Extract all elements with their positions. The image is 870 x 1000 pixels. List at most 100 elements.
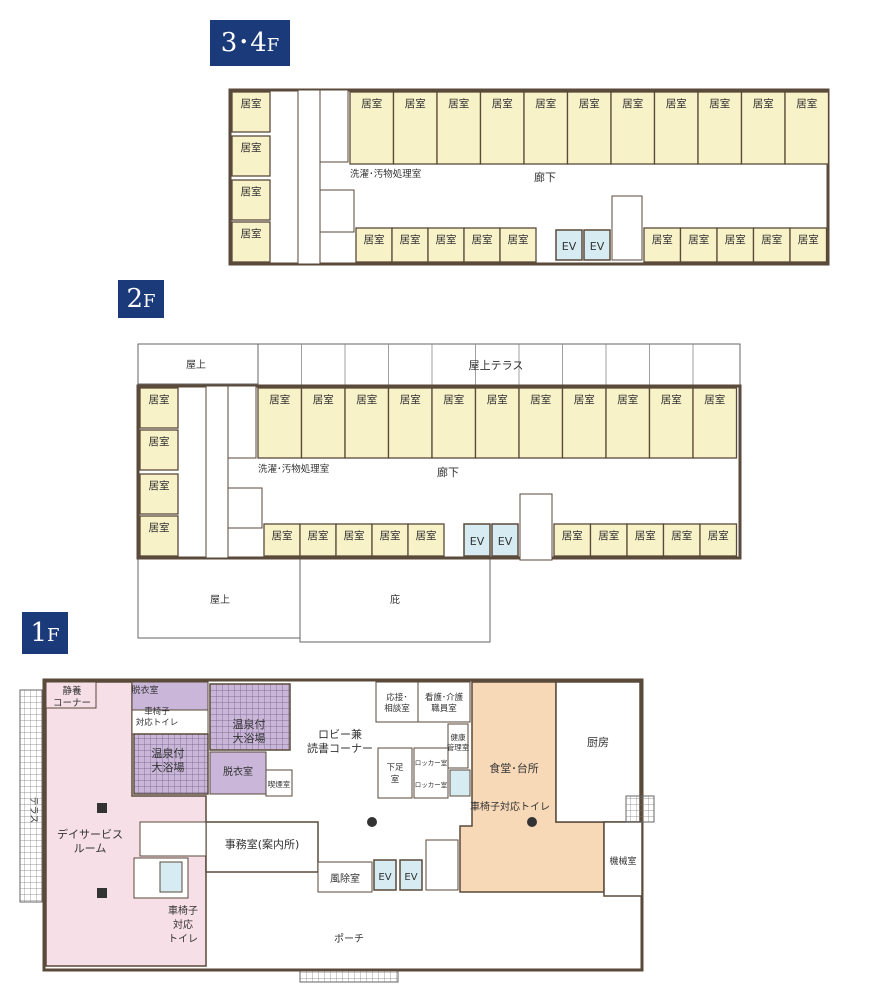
resident-room-3-4f-top xyxy=(523,91,569,165)
resident-room-2f-west xyxy=(139,473,179,515)
resident-room-2f-top-label: 居室 xyxy=(487,393,508,406)
hot-spring-bath-b xyxy=(209,683,291,751)
resident-room-3-4f-top xyxy=(479,91,525,165)
resident-room-2f-top-label: 居室 xyxy=(269,393,290,406)
stair-3-4f xyxy=(319,189,355,233)
bath-b-label-2: 大浴場 xyxy=(233,731,266,745)
resident-room-3-4f-west xyxy=(231,91,271,133)
resident-room-2f-west xyxy=(139,387,179,429)
stair-corridor-2f xyxy=(205,385,229,559)
ev-b-1f-label: EV xyxy=(404,872,417,883)
porch-label: ポーチ xyxy=(334,933,364,945)
resident-room-2f-west-label: 居室 xyxy=(149,479,170,492)
plan-1f: 静養 コーナー 脱衣室 車椅子 対応トイレ 温泉付 大浴場 温泉付 大浴場 脱衣… xyxy=(19,678,655,983)
resident-room-3-4f-top xyxy=(653,91,699,165)
staff-room-label-2: 職員室 xyxy=(431,703,457,714)
laundry-label-3-4f: 洗濯･汚物処理室 xyxy=(350,168,421,180)
resident-room-2f-top xyxy=(344,387,390,459)
terrace-label: テラス xyxy=(28,797,39,824)
stair-2f xyxy=(227,487,263,529)
health-room-label-1: 健康 xyxy=(451,732,466,742)
resident-room-2f-top xyxy=(257,387,303,459)
resident-room-3-4f-top-label: 居室 xyxy=(796,97,817,110)
resident-room-2f-bottom xyxy=(299,523,337,557)
resident-room-2f-top-label: 居室 xyxy=(574,393,595,406)
resident-room-3-4f-bottom xyxy=(752,227,791,263)
health-room xyxy=(447,723,469,769)
resident-room-3-4f-top-label: 居室 xyxy=(492,97,513,110)
resident-room-3-4f-bottom-label: 居室 xyxy=(436,233,457,246)
stair-east-2f xyxy=(519,493,553,561)
resident-room-2f-west-label: 居室 xyxy=(149,393,170,406)
resident-room-3-4f-top xyxy=(784,91,830,165)
resident-room-2f-bottom xyxy=(699,523,738,557)
resident-room-3-4f-bottom-label: 居室 xyxy=(472,233,493,246)
resident-room-3-4f-top-label: 居室 xyxy=(709,97,730,110)
day-service-label-1: デイサービス xyxy=(57,827,123,841)
plan-2f: 居室居室居室居室居室居室居室居室居室居室居室 居室居室居室居室居室居室居室居室居… xyxy=(136,343,742,643)
dining-label: 食堂･台所 xyxy=(489,761,539,775)
rooftop-west-label: 屋上 xyxy=(186,359,206,371)
staff-room-label-1: 看護･介護 xyxy=(425,692,464,703)
resident-room-2f-bottom-label: 居室 xyxy=(598,529,619,542)
resident-room-3-4f-west xyxy=(231,221,271,263)
floor-badge-sub: F xyxy=(266,35,280,56)
shoe-room xyxy=(377,747,413,799)
pillar xyxy=(367,817,377,827)
resident-room-3-4f-bottom xyxy=(427,227,465,263)
floor-badge-main: 3･4 xyxy=(220,28,267,58)
resident-room-2f-top-label: 居室 xyxy=(530,393,551,406)
resident-room-2f-bottom-label: 居室 xyxy=(344,529,365,542)
wc-toilet-c-label-3: トイレ xyxy=(168,934,198,945)
resident-room-2f-bottom-label: 居室 xyxy=(380,529,401,542)
resident-room-3-4f-bottom-label: 居室 xyxy=(652,233,673,246)
resident-room-2f-bottom-label: 居室 xyxy=(671,529,692,542)
resident-room-2f-top-label: 居室 xyxy=(443,393,464,406)
resident-room-3-4f-bottom-label: 居室 xyxy=(400,233,421,246)
rooftop-south-label: 屋上 xyxy=(210,594,230,606)
resident-room-2f-bottom-label: 居室 xyxy=(308,529,329,542)
stair-east-1f xyxy=(425,839,459,891)
ev-a-2f xyxy=(463,523,491,557)
quiet-corner-label-2: コーナー xyxy=(53,698,91,709)
office-label: 事務室(案内所) xyxy=(225,837,300,851)
ev-b-3-4f xyxy=(583,229,611,261)
windbreak-label: 風除室 xyxy=(330,872,360,885)
roof-terrace xyxy=(257,343,741,389)
quiet-corner-label-1: 静養 xyxy=(62,685,82,697)
reception-label-1: 応接･ xyxy=(386,692,407,703)
resident-room-3-4f-top-label: 居室 xyxy=(622,97,643,110)
smoking-room-label: 喫煙室 xyxy=(268,779,291,789)
stair-corridor-3-4f xyxy=(297,89,321,265)
resident-room-3-4f-bottom-label: 居室 xyxy=(508,233,529,246)
resident-room-2f-top xyxy=(605,387,651,459)
reception-label-2: 相談室 xyxy=(384,703,410,714)
resident-room-3-4f-bottom-label: 居室 xyxy=(798,233,819,246)
fixture xyxy=(97,888,107,898)
wc-toilet-c-label-2: 対応 xyxy=(173,918,193,931)
kitchen-label: 厨房 xyxy=(587,736,609,749)
resident-room-3-4f-bottom xyxy=(679,227,718,263)
health-room-label-2: 管理室 xyxy=(447,742,470,752)
bath-a-label-2: 大浴場 xyxy=(152,760,185,774)
ev-b-label: EV xyxy=(590,240,605,253)
resident-room-2f-bottom-label: 居室 xyxy=(272,529,293,542)
locker-room-label-2: ロッカー室 xyxy=(415,780,448,789)
ev-a-3-4f xyxy=(555,229,583,261)
machine-room-label: 機械室 xyxy=(609,855,636,867)
wc-toilet-a-label-2: 対応トイレ xyxy=(136,717,179,728)
resident-room-2f-top xyxy=(561,387,607,459)
resident-room-3-4f-top-label: 居室 xyxy=(666,97,687,110)
ev-b-label: EV xyxy=(498,535,513,548)
resident-room-3-4f-top-label: 居室 xyxy=(405,97,426,110)
resident-room-3-4f-bottom-label: 居室 xyxy=(761,233,782,246)
resident-room-2f-bottom-label: 居室 xyxy=(416,529,437,542)
resident-room-3-4f-bottom xyxy=(716,227,755,263)
floor-badge-sub: F xyxy=(143,291,156,312)
plan-3-4f: 居室居室居室居室居室居室居室居室居室居室居室 居室居室居室居室居室居室居室居室居… xyxy=(228,88,830,266)
resident-room-3-4f-top xyxy=(697,91,743,165)
wc-toilet-c-label-1: 車椅子 xyxy=(168,904,198,917)
resident-room-2f-top xyxy=(474,387,520,459)
